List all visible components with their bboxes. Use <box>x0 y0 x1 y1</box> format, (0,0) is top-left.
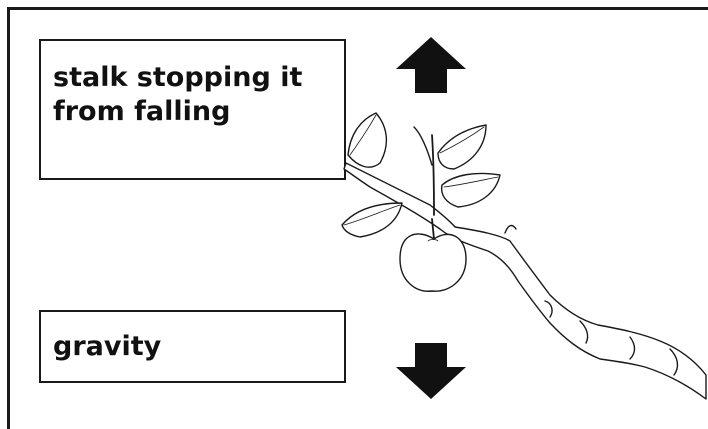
stalk-force-label: stalk stopping it from falling <box>39 39 346 180</box>
leaf <box>348 113 386 167</box>
apple <box>400 234 466 291</box>
stalk-force-text: stalk stopping it from falling <box>53 62 302 127</box>
twig <box>432 135 434 215</box>
leaf <box>438 125 486 169</box>
gravity-force-text: gravity <box>53 330 161 364</box>
gravity-force-label: gravity <box>39 310 346 383</box>
leaf <box>342 203 402 237</box>
arrow-up-icon <box>396 37 466 93</box>
branch <box>344 163 706 399</box>
apple-branch-illustration <box>340 105 708 405</box>
